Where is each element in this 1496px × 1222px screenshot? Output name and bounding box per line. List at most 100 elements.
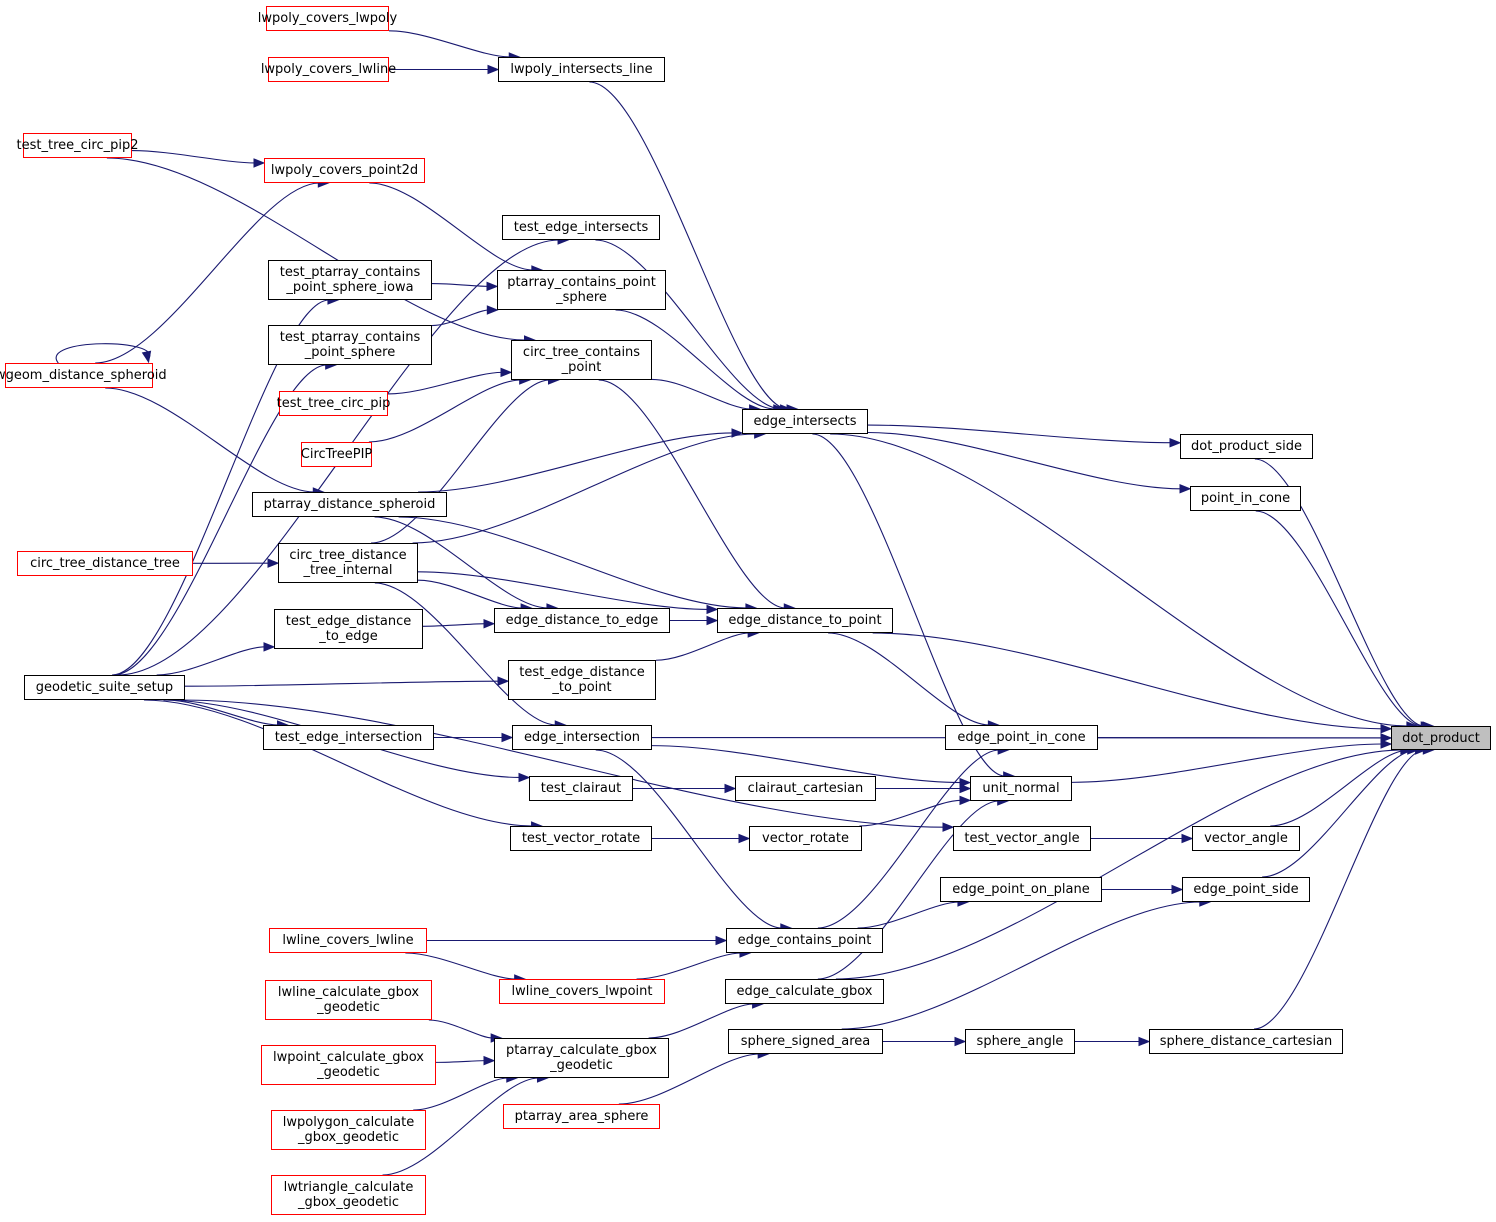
edge-edge-intersects-to-dot-product xyxy=(830,433,1408,727)
node-test-ptarray-contains-point-sphere[interactable]: test_ptarray_contains _point_sphere xyxy=(268,325,432,365)
node-point-in-cone[interactable]: point_in_cone xyxy=(1190,486,1301,511)
node-edge-intersection[interactable]: edge_intersection xyxy=(512,725,652,750)
edge-vector-rotate-to-unit-normal xyxy=(859,799,962,827)
node-edge-point-in-cone[interactable]: edge_point_in_cone xyxy=(945,725,1098,750)
edge-lwline-covers-lwline-to-lwline-covers-lwpoint xyxy=(405,952,516,980)
edge-lwgeom-distance-spheroid-to-lwpoly-covers-point2d xyxy=(95,182,320,364)
node-ptarray-calculate-gbox-geodetic[interactable]: ptarray_calculate_gbox _geodetic xyxy=(494,1038,669,1078)
arrowhead-icon xyxy=(497,676,510,686)
node-test-clairaut[interactable]: test_clairaut xyxy=(529,776,633,801)
node-edge-intersects[interactable]: edge_intersects xyxy=(742,409,868,434)
arrowhead-icon xyxy=(486,281,499,292)
arrowhead-icon xyxy=(738,833,751,844)
edge-edge-contains-point-to-edge-point-in-cone xyxy=(817,749,1000,929)
edge-sphere-signed-area-to-edge-point-side xyxy=(841,901,1201,1030)
arrowhead-icon xyxy=(518,772,531,783)
edge-test-edge-distance-to-edge-to-edge-distance-to-edge xyxy=(422,623,486,627)
edge-circ-tree-distance-tree-internal-to-circ-tree-contains-point xyxy=(371,379,550,544)
node-test-edge-intersection[interactable]: test_edge_intersection xyxy=(263,725,434,750)
node-lwpoly-covers-lwpoly[interactable]: lwpoly_covers_lwpoly xyxy=(258,6,397,31)
edge-circ-tree-distance-tree-internal-to-edge-distance-to-point xyxy=(417,571,709,610)
node-circ-tree-distance-tree-internal[interactable]: circ_tree_distance _tree_internal xyxy=(278,543,418,583)
node-edge-calculate-gbox[interactable]: edge_calculate_gbox xyxy=(725,979,884,1004)
arrowhead-icon xyxy=(486,305,499,315)
edge-edge-contains-point-to-edge-point-on-plane xyxy=(857,901,959,929)
arrowhead-icon xyxy=(1181,833,1194,844)
node-circ-tree-distance-tree[interactable]: circ_tree_distance_tree xyxy=(17,551,193,576)
node-test-vector-angle[interactable]: test_vector_angle xyxy=(953,826,1091,851)
arrowhead-icon xyxy=(141,350,152,364)
arrowhead-icon xyxy=(715,935,728,946)
node-lwgeom-distance-spheroid[interactable]: lwgeom_distance_spheroid xyxy=(0,363,167,388)
node-test-vector-rotate[interactable]: test_vector_rotate xyxy=(510,826,652,851)
node-circtreepip[interactable]: CircTreePIP xyxy=(301,442,372,467)
edge-geodetic-suite-setup-to-test-vector-rotate xyxy=(143,699,533,827)
node-edge-point-side[interactable]: edge_point_side xyxy=(1182,877,1310,902)
node-lwline-covers-lwline[interactable]: lwline_covers_lwline xyxy=(269,928,427,953)
arrowhead-icon xyxy=(706,604,719,615)
node-ptarray-contains-point-sphere[interactable]: ptarray_contains_point _sphere xyxy=(497,270,666,310)
node-edge-distance-to-point[interactable]: edge_distance_to_point xyxy=(717,608,893,633)
edge-lwpoly-covers-lwpoly-to-lwpoly-intersects-line xyxy=(388,30,511,58)
edge-lwline-calculate-gbox-geodetic-to-ptarray-calculate-gbox-geodetic xyxy=(428,1019,493,1039)
node-lwpoly-intersects-line[interactable]: lwpoly_intersects_line xyxy=(498,57,665,82)
node-edge-distance-to-edge[interactable]: edge_distance_to_edge xyxy=(494,608,670,633)
node-lwpoly-covers-lwline[interactable]: lwpoly_covers_lwline xyxy=(261,57,396,82)
node-test-edge-distance-to-point[interactable]: test_edge_distance _to_point xyxy=(508,660,656,700)
arrowhead-icon xyxy=(1380,739,1393,749)
node-edge-point-on-plane[interactable]: edge_point_on_plane xyxy=(940,877,1102,902)
node-sphere-distance-cartesian[interactable]: sphere_distance_cartesian xyxy=(1149,1029,1343,1054)
node-unit-normal[interactable]: unit_normal xyxy=(970,776,1072,801)
node-lwline-calculate-gbox-geodetic[interactable]: lwline_calculate_gbox _geodetic xyxy=(265,980,432,1020)
node-geodetic-suite-setup[interactable]: geodetic_suite_setup xyxy=(24,675,185,700)
edge-sphere-distance-cartesian-to-dot-product xyxy=(1254,749,1425,1030)
node-edge-contains-point[interactable]: edge_contains_point xyxy=(726,928,883,953)
arrowhead-icon xyxy=(500,367,513,378)
arrowhead-icon xyxy=(706,615,719,626)
node-test-tree-circ-pip[interactable]: test_tree_circ_pip xyxy=(277,391,390,416)
edge-edge-point-side-to-dot-product xyxy=(1262,749,1417,878)
node-lwtriangle-calculate-gbox-geodetic[interactable]: lwtriangle_calculate _gbox_geodetic xyxy=(271,1175,426,1215)
edge-lwpoint-calculate-gbox-geodetic-to-ptarray-calculate-gbox-geodetic xyxy=(435,1060,486,1063)
edge-circ-tree-distance-tree-internal-to-edge-distance-to-edge xyxy=(417,579,523,609)
node-clairaut-cartesian[interactable]: clairaut_cartesian xyxy=(735,776,876,801)
edge-edge-distance-to-point-to-dot-product xyxy=(872,632,1383,730)
node-test-edge-distance-to-edge[interactable]: test_edge_distance _to_edge xyxy=(274,609,423,649)
edge-vector-angle-to-dot-product xyxy=(1270,749,1409,827)
edge-edge-calculate-gbox-to-dot-product xyxy=(835,749,1402,980)
edge-geodetic-suite-setup-to-test-vector-angle xyxy=(180,699,945,828)
node-sphere-angle[interactable]: sphere_angle xyxy=(965,1029,1075,1054)
edge-lwpolygon-calculate-gbox-geodetic-to-ptarray-calculate-gbox-geodetic xyxy=(413,1077,508,1111)
node-vector-rotate[interactable]: vector_rotate xyxy=(749,826,862,851)
arrowhead-icon xyxy=(959,795,972,806)
node-circ-tree-contains-point[interactable]: circ_tree_contains _point xyxy=(511,340,652,380)
arrowhead-icon xyxy=(1171,884,1184,895)
arrowhead-icon xyxy=(724,783,737,794)
node-ptarray-area-sphere[interactable]: ptarray_area_sphere xyxy=(503,1104,660,1129)
node-test-tree-circ-pip2[interactable]: test_tree_circ_pip2 xyxy=(17,133,139,158)
node-lwline-covers-lwpoint[interactable]: lwline_covers_lwpoint xyxy=(499,979,665,1004)
node-lwpoly-covers-point2d[interactable]: lwpoly_covers_point2d xyxy=(264,158,425,183)
edge-lwline-covers-lwpoint-to-edge-contains-point xyxy=(636,952,741,980)
arrowhead-icon xyxy=(1179,484,1192,494)
node-sphere-signed-area[interactable]: sphere_signed_area xyxy=(728,1029,883,1054)
node-dot-product-side[interactable]: dot_product_side xyxy=(1180,434,1313,459)
arrowhead-icon xyxy=(487,64,500,75)
node-test-ptarray-contains-point-sphere-iowa[interactable]: test_ptarray_contains _point_sphere_iowa xyxy=(268,260,432,300)
edge-dot-product-side-to-dot-product xyxy=(1254,458,1425,727)
arrowhead-icon xyxy=(267,558,280,568)
node-lwpoint-calculate-gbox-geodetic[interactable]: lwpoint_calculate_gbox _geodetic xyxy=(261,1045,436,1085)
edge-geodetic-suite-setup-to-test-ptarray-contains-point-sphere-iowa xyxy=(112,299,329,676)
edge-test-tree-circ-pip2-to-circ-tree-contains-point xyxy=(106,157,526,341)
edge-circ-tree-contains-point-to-edge-distance-to-point xyxy=(598,379,786,609)
node-test-edge-intersects[interactable]: test_edge_intersects xyxy=(502,215,660,240)
node-lwpolygon-calculate-gbox-geodetic[interactable]: lwpolygon_calculate _gbox_geodetic xyxy=(271,1110,426,1150)
node-vector-angle[interactable]: vector_angle xyxy=(1192,826,1300,851)
arrowhead-icon xyxy=(942,822,955,832)
edge-geodetic-suite-setup-to-test-edge-distance-to-edge xyxy=(156,646,266,676)
edge-test-edge-intersects-to-edge-intersects xyxy=(595,239,782,410)
node-ptarray-distance-spheroid[interactable]: ptarray_distance_spheroid xyxy=(252,492,447,517)
edge-circ-tree-distance-tree-internal-to-edge-intersects xyxy=(412,433,756,544)
